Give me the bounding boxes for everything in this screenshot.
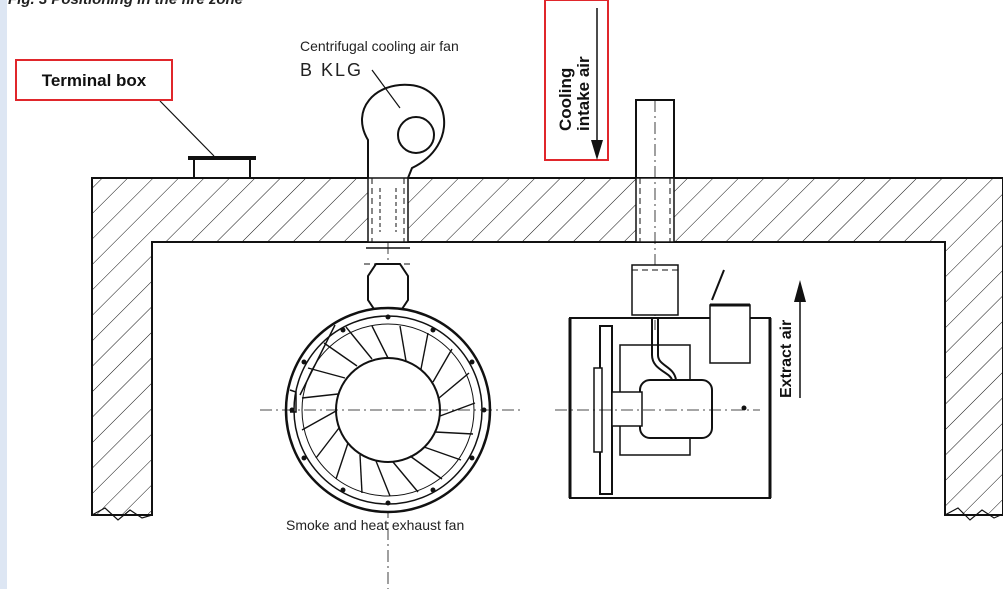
extract-air-arrow [794, 280, 806, 398]
smoke-fan-label: Smoke and heat exhaust fan [286, 517, 464, 533]
terminal-box-highlight [15, 59, 173, 101]
terminal-box-label: Terminal box [42, 71, 147, 90]
page-margin-bar [0, 0, 7, 589]
figure-caption: Fig. 3 Positioning in the fire zone [8, 0, 243, 8]
centrifugal-fan-shape [361, 69, 446, 589]
smoke-exhaust-fan-shape [260, 306, 520, 514]
cooling-label-line1: Cooling [556, 68, 575, 131]
exhaust-fan-side-shape [555, 269, 772, 499]
cooling-label-line2: intake air [574, 56, 593, 131]
terminal-box-shape [159, 100, 256, 179]
cooling-fan-label: Centrifugal cooling air fan [300, 38, 459, 54]
intake-duct-shape [631, 99, 679, 330]
cooling-intake-arrow [591, 8, 603, 160]
fan-code-label: B KLG [300, 60, 363, 80]
wall-structure [91, 177, 1003, 516]
extract-air-label: Extract air [778, 320, 795, 398]
wall-break-lines [91, 507, 1003, 521]
